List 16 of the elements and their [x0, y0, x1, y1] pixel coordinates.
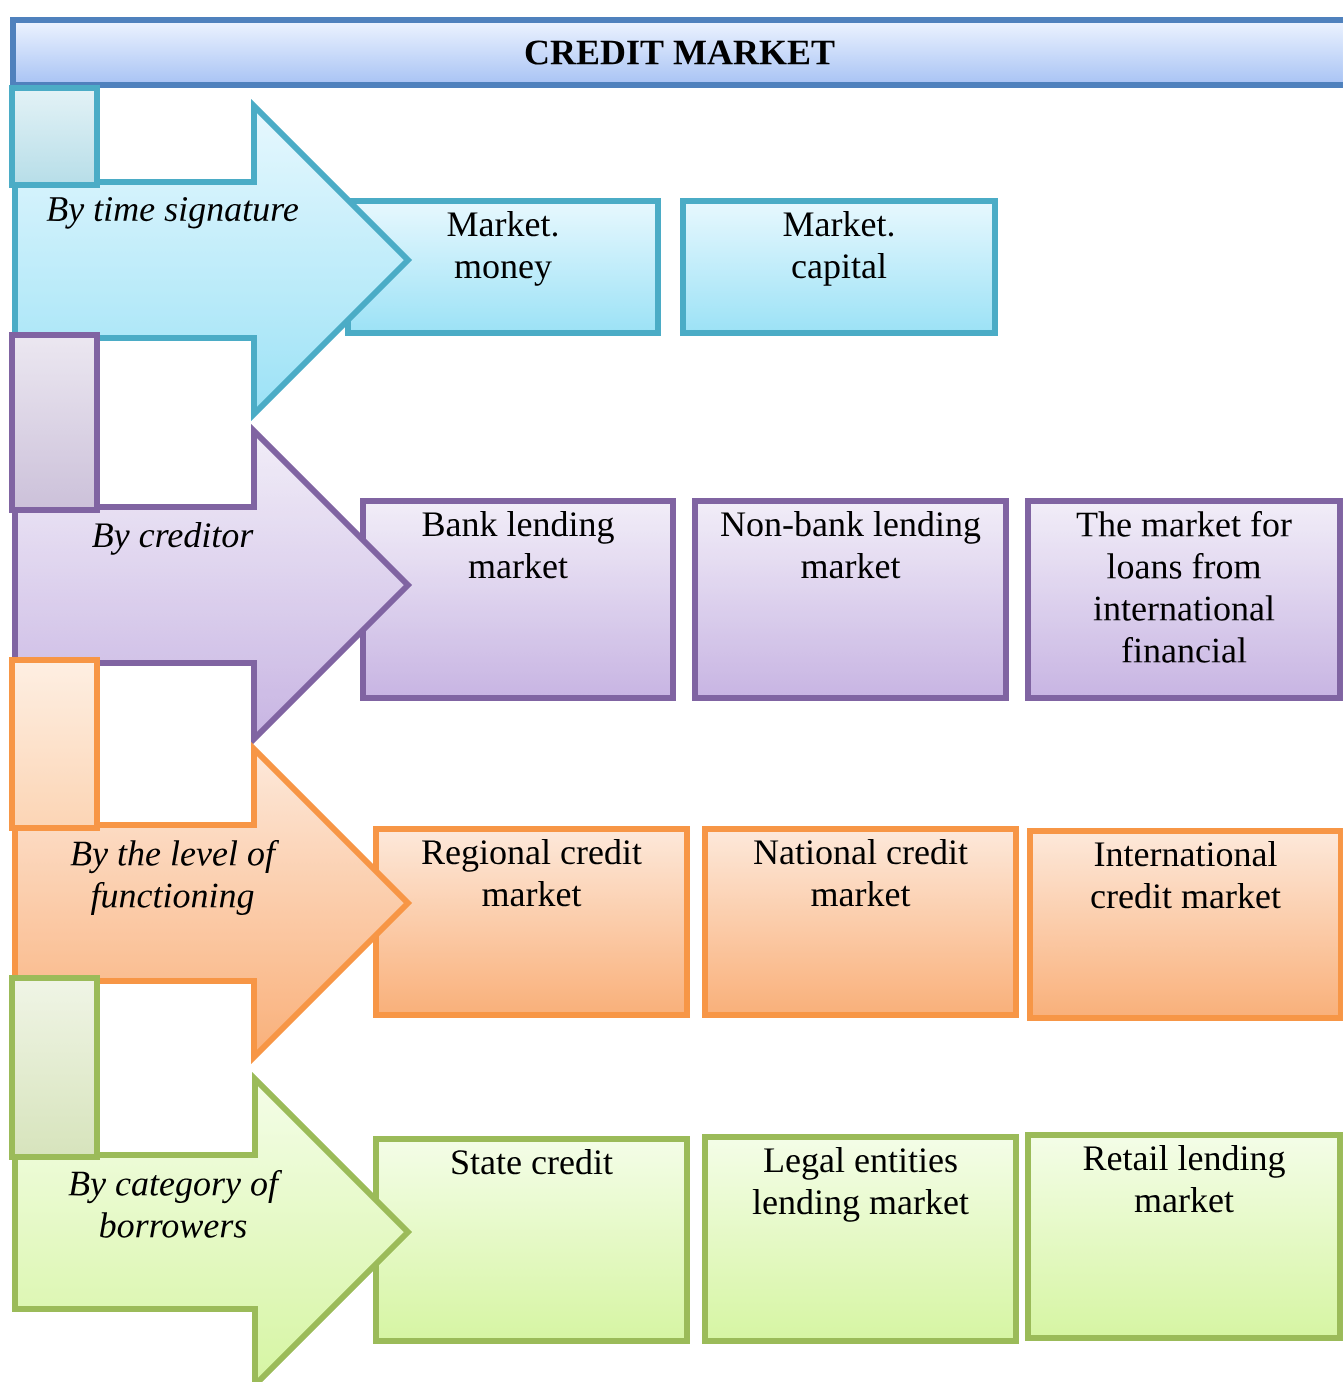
title-bar: CREDIT MARKET: [10, 17, 1343, 88]
category-box: Bank lending market: [360, 498, 676, 701]
category-box: Non-bank lending market: [692, 498, 1009, 701]
category-box: International credit market: [1027, 828, 1343, 1021]
category-box: Regional credit market: [373, 826, 690, 1018]
category-box: Market. capital: [680, 198, 998, 336]
category-box: The market for loans from international financial: [1025, 498, 1343, 701]
category-box: State credit: [373, 1136, 690, 1344]
category-box: National credit market: [702, 826, 1019, 1018]
category-box: Legal entities lending market: [702, 1134, 1019, 1344]
category-box: Retail lending market: [1025, 1132, 1343, 1341]
connector-band: [9, 975, 100, 1160]
category-box: Market. money: [345, 198, 661, 336]
connector-band: [9, 332, 100, 513]
connector-band: [9, 657, 100, 831]
connector-band: [9, 85, 100, 188]
